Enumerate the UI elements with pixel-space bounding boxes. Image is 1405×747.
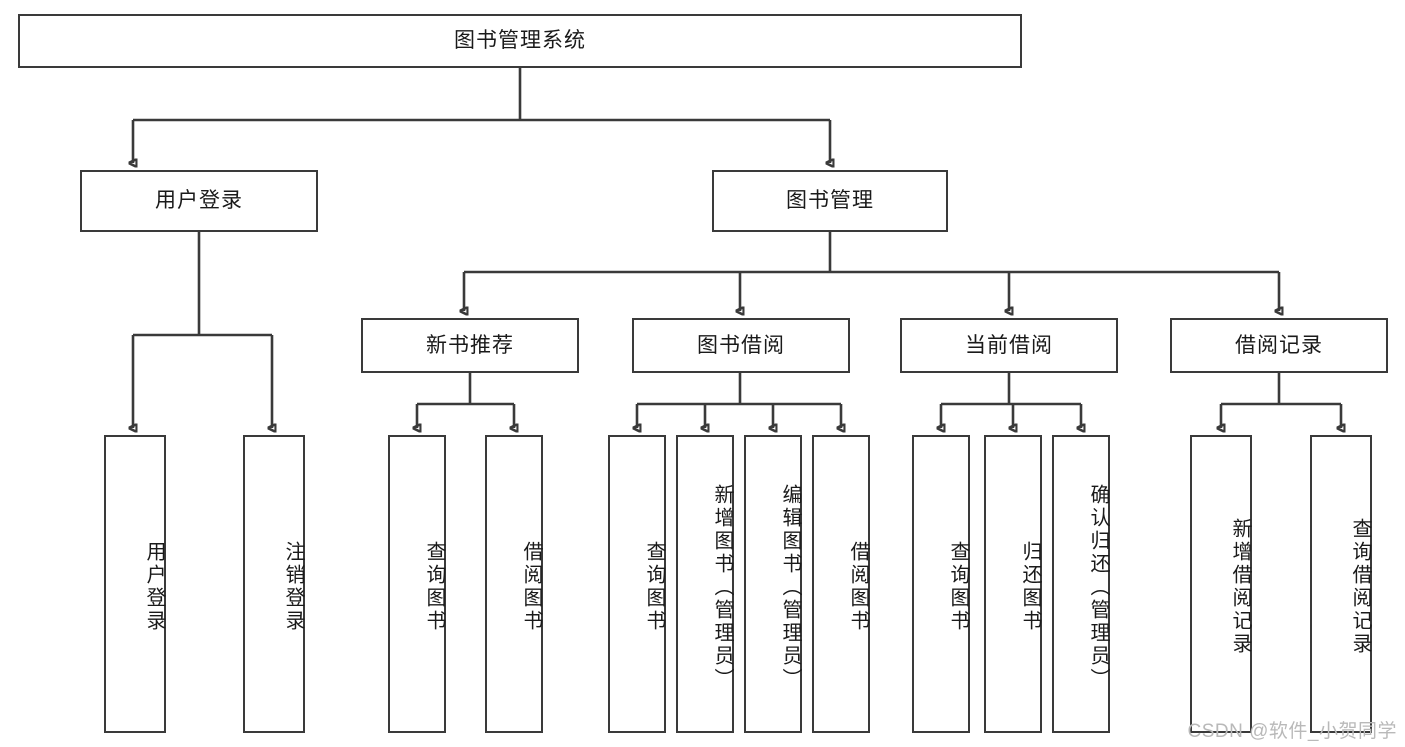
node-label: 借阅记录 [1235,333,1323,357]
node-leaf[interactable]: 注销登录 [243,435,305,733]
node-root[interactable]: 图书管理系统 [18,14,1022,68]
node-level3[interactable]: 新书推荐 [361,318,579,373]
node-leaf[interactable]: 查询图书 [912,435,970,733]
node-leaf[interactable]: 查询借阅记录 [1310,435,1372,733]
node-label: 查询借阅记录 [1349,518,1371,656]
node-leaf[interactable]: 借阅图书 [812,435,870,733]
node-label: 用户登录 [143,541,165,633]
node-label: 图书借阅 [697,333,785,357]
node-label: 用户登录 [155,189,243,213]
node-level2[interactable]: 图书管理 [712,170,948,232]
node-leaf[interactable]: 确认归还（管理员） [1052,435,1110,733]
watermark: CSDN @软件_小贺同学 [1187,721,1397,742]
node-leaf[interactable]: 查询图书 [388,435,446,733]
node-leaf[interactable]: 查询图书 [608,435,666,733]
node-label: 注销登录 [282,541,304,633]
node-leaf[interactable]: 借阅图书 [485,435,543,733]
node-label: 归还图书 [1019,541,1041,633]
node-label: 确认归还（管理员） [1087,483,1109,691]
node-label: 新增借阅记录 [1229,518,1251,656]
node-label: 编辑图书（管理员） [779,483,801,691]
node-label: 当前借阅 [965,333,1053,357]
node-level2[interactable]: 用户登录 [80,170,318,232]
node-leaf[interactable]: 新增借阅记录 [1190,435,1252,733]
node-leaf[interactable]: 新增图书（管理员） [676,435,734,733]
node-label: 借阅图书 [520,541,542,633]
node-label: 图书管理系统 [454,29,586,53]
node-level3[interactable]: 当前借阅 [900,318,1118,373]
node-leaf[interactable]: 用户登录 [104,435,166,733]
node-leaf[interactable]: 归还图书 [984,435,1042,733]
node-label: 查询图书 [947,541,969,633]
node-label: 图书管理 [786,189,874,213]
node-label: 新书推荐 [426,333,514,357]
node-level3[interactable]: 借阅记录 [1170,318,1388,373]
node-label: 借阅图书 [847,541,869,633]
node-level3[interactable]: 图书借阅 [632,318,850,373]
node-label: 查询图书 [423,541,445,633]
node-label: 查询图书 [643,541,665,633]
node-leaf[interactable]: 编辑图书（管理员） [744,435,802,733]
node-label: 新增图书（管理员） [711,483,733,691]
